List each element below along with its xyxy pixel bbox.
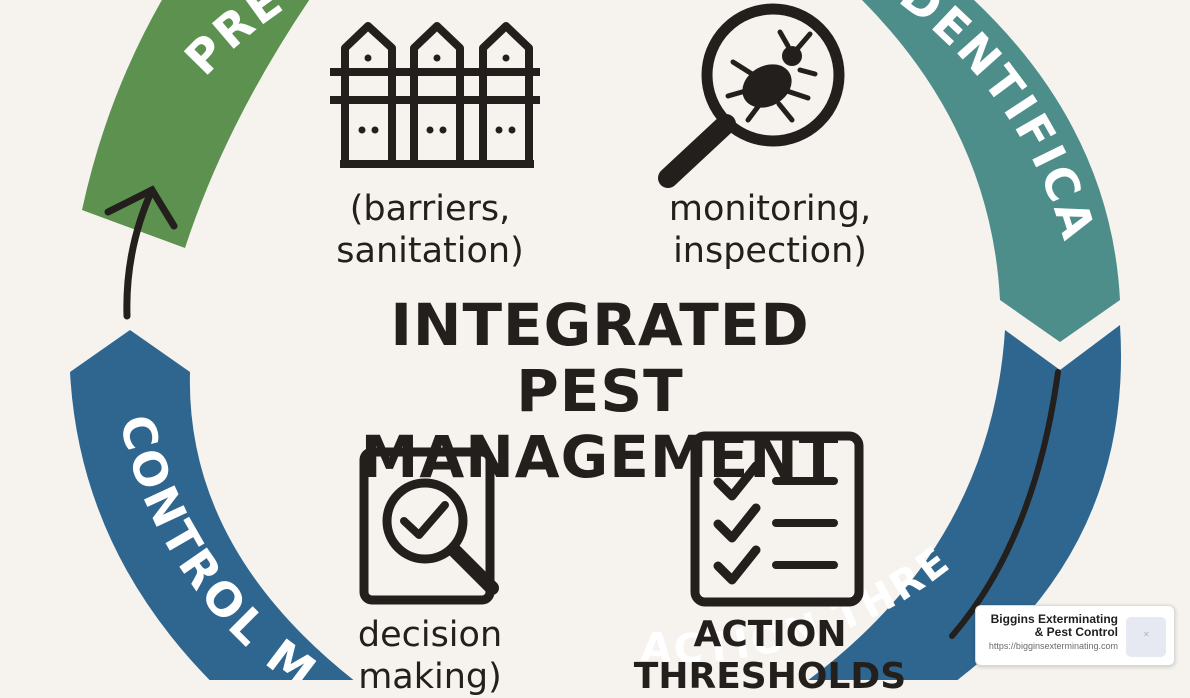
fence-icon <box>330 22 540 168</box>
identification-caption-line-1: monitoring, <box>668 189 872 229</box>
thresholds-caption: ACTION THRESHOLDS <box>620 614 920 698</box>
source-card-title: Biggins Exterminating & Pest Control <box>990 612 1118 639</box>
magnifier-check-icon <box>359 447 499 605</box>
identification-caption-line-2: inspection) <box>673 231 867 271</box>
control-caption-line-2: making) <box>358 657 502 697</box>
diagram-title-line-1: INTEGRATED PEST <box>390 291 810 425</box>
prevention-caption: (barriers, sanitation) <box>300 188 560 272</box>
thresholds-caption-line-2: THRESHOLDS <box>633 656 907 697</box>
thresholds-caption-line-1: ACTION <box>693 614 847 655</box>
control-segment <box>70 330 378 698</box>
cycle-arrow-left <box>104 185 178 320</box>
control-caption: decision making) <box>290 614 570 698</box>
ipm-cycle-graphic: PREVENTION IDENTIFICATION CONTROL METHOD… <box>0 0 1121 698</box>
cycle-arrow-right <box>949 369 1061 639</box>
prevention-segment <box>82 0 310 248</box>
identification-segment <box>861 0 1120 342</box>
prevention-caption-line-1: (barriers, <box>349 189 511 229</box>
diagram-title-line-2: MANAGEMENT <box>360 423 840 491</box>
identification-caption: monitoring, inspection) <box>640 188 900 272</box>
diagram-title: INTEGRATED PEST MANAGEMENT <box>300 292 900 490</box>
source-thumbnail-icon: ✕ <box>1126 617 1166 657</box>
prevention-caption-line-2: sanitation) <box>336 231 524 271</box>
source-card-url: https://bigginsexterminating.com <box>988 641 1118 651</box>
thresholds-segment <box>782 325 1121 698</box>
magnifier-bug-icon <box>658 3 845 188</box>
source-card[interactable]: Biggins Exterminating & Pest Control htt… <box>975 605 1175 666</box>
ipm-diagram: PREVENTION IDENTIFICATION CONTROL METHOD… <box>0 0 1121 698</box>
control-caption-line-1: decision <box>357 615 503 655</box>
checklist-icon <box>690 431 864 607</box>
